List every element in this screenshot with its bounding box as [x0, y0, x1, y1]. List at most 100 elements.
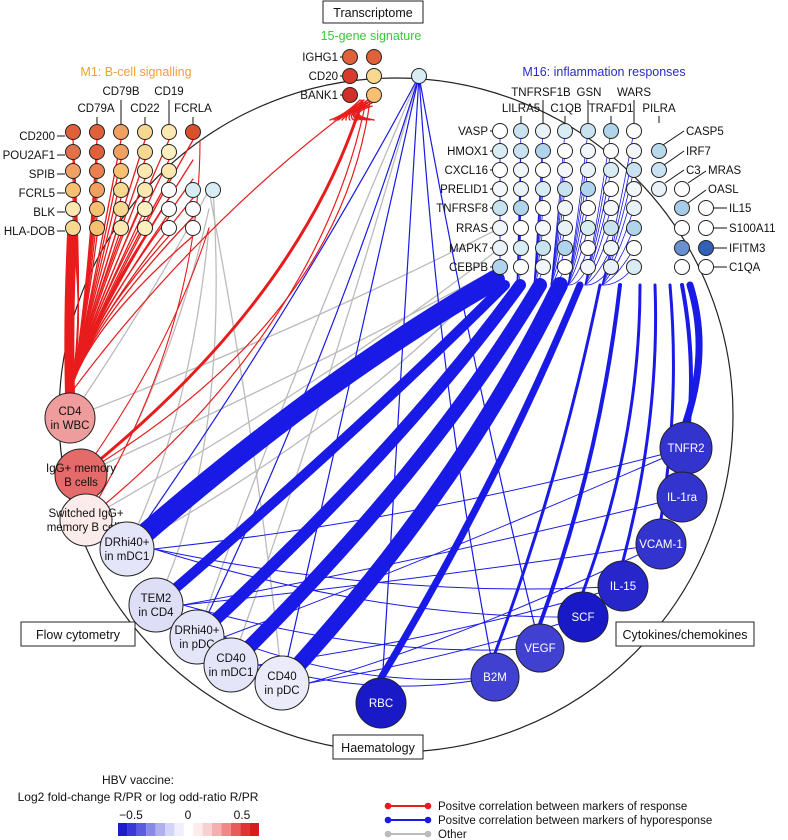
gene-label-c3: C3: [686, 165, 701, 177]
m16-gene-node: [603, 259, 619, 275]
m16-title: M16: inflammation responses: [522, 65, 685, 79]
edge-type-legend: Positve correlation between markers of r…: [384, 801, 712, 840]
m16-gene-node: [674, 181, 690, 197]
hyporesponse-edge: [182, 543, 662, 606]
legend-color-cell: [202, 823, 212, 836]
gene-label-il15: IL15: [729, 203, 751, 215]
m16-gene-node: [492, 240, 508, 256]
gene-label-layer: CD200POU2AF1SPIBFCRL5BLKHLA-DOBCD79ACD79…: [3, 52, 776, 274]
flow-cytometry-box: Flow cytometry: [20, 621, 136, 647]
edge-legend-dot: [384, 830, 392, 838]
sig15-gene-node: [366, 49, 382, 65]
flow-node-label: in mDC1: [209, 667, 254, 679]
m16-gene-node: [580, 200, 596, 216]
m1-gene-node: [113, 220, 129, 236]
m16-gene-node: [557, 123, 573, 139]
hyporesponse-edge-bundle: [117, 270, 505, 559]
gene-label-fcrla: FCRLA: [174, 103, 212, 115]
m16-gene-node: [580, 240, 596, 256]
response-edge: [69, 235, 194, 395]
m16-gene-node: [603, 123, 619, 139]
m16-gene-node: [626, 259, 642, 275]
other-edge: [69, 227, 501, 419]
legend-color-cell: [183, 823, 194, 836]
haematology-node-circle: [355, 677, 407, 729]
flow-node-label: CD4: [58, 406, 82, 418]
edge-legend-dot: [424, 830, 432, 838]
hyporesponse-edge-bundle: [191, 279, 526, 643]
hyporesponse-edge-bundle: [621, 283, 658, 563]
hyporesponse-edge-bundle: [493, 283, 602, 655]
m16-gene-node: [674, 259, 690, 275]
m16-gene-node: [535, 123, 551, 139]
leader-line: [662, 130, 685, 146]
m16-gene-node: [580, 162, 596, 178]
m1-gene-node: [161, 124, 177, 140]
response-edge: [80, 100, 371, 476]
m1-gene-node: [185, 124, 201, 140]
gene-label-tnfrsf8: TNFRSF8: [436, 203, 488, 215]
gene-label-vasp: VASP: [458, 126, 488, 138]
other-edge: [80, 266, 501, 476]
gene-node-layer: [65, 49, 714, 275]
flow-node-label: DRhi40+: [174, 625, 219, 637]
gene-label-tnfrsf1b: TNFRSF1B: [511, 87, 571, 99]
m1-gene-node: [161, 182, 177, 198]
legend-color-cell: [118, 823, 128, 836]
cytokine-node-label: VEGF: [524, 643, 555, 655]
response-edge: [79, 99, 364, 477]
gene-label-spib: SPIB: [29, 169, 56, 181]
gene-label-oasl: OASL: [708, 184, 739, 196]
gene-label-wars: WARS: [617, 87, 651, 99]
gene-label-hmox1: HMOX1: [447, 146, 488, 158]
m16-gene-node: [626, 240, 642, 256]
gene-label-lilra5: LILRA5: [502, 103, 540, 115]
cytokine-node-b2m: B2M: [470, 652, 520, 702]
gene-label-rras: RRAS: [456, 223, 488, 235]
color-scale-legend: HBV vaccine: Log2 fold-change R/PR or lo…: [18, 773, 259, 836]
edge-legend-label: Other: [438, 829, 467, 840]
gene-label-fcrl5: FCRL5: [19, 188, 55, 200]
other-edge: [155, 189, 217, 606]
legend-color-cell: [127, 823, 137, 836]
legend-color-cell: [230, 823, 241, 836]
m16-gene-node: [651, 181, 667, 197]
m1-gene-node: [89, 124, 105, 140]
cytokine-node-circle: [597, 560, 649, 612]
m1-gene-node: [65, 182, 81, 198]
m16-gene-node: [580, 181, 596, 197]
m16-gene-node: [626, 181, 642, 197]
flow-node-switched-igg-memory-b-cells: Switched IgG+memory B cells: [47, 493, 126, 547]
haematology-box: Haematology: [332, 734, 424, 760]
legend-color-cell: [155, 823, 165, 836]
transcriptome-label: Transcriptome: [333, 6, 412, 20]
m16-gene-node: [535, 220, 551, 236]
cytokine-node-label: IL-1ra: [667, 492, 698, 504]
m1-gene-node: [113, 163, 129, 179]
flow-node-circle: [254, 655, 310, 711]
m16-gene-node: [535, 162, 551, 178]
transcriptome-box: Transcriptome: [322, 0, 424, 24]
flow-node-circle: [99, 521, 155, 577]
flow-node-label: memory B cells: [47, 522, 126, 534]
response-edge: [352, 105, 363, 121]
response-edge: [329, 99, 361, 121]
m16-gene-node: [513, 123, 529, 139]
hyporesponse-edge-bundle: [377, 281, 584, 682]
flow-node-label: in mDC1: [105, 551, 150, 563]
flow-node-label: CD40: [216, 653, 245, 665]
hyporesponse-edge: [584, 207, 612, 286]
m1-gene-node: [113, 124, 129, 140]
flow-node-label: in WBC: [51, 420, 90, 432]
hyporesponse-edge: [584, 188, 612, 286]
m1-gene-node: [89, 144, 105, 160]
legend-color-cell: [249, 823, 259, 836]
legend-color-cell: [212, 823, 222, 836]
m16-gene-node: [651, 143, 667, 159]
m1-gene-node: [137, 144, 153, 160]
response-edge: [85, 100, 367, 521]
gene-label-s100a11: S100A11: [729, 223, 775, 235]
